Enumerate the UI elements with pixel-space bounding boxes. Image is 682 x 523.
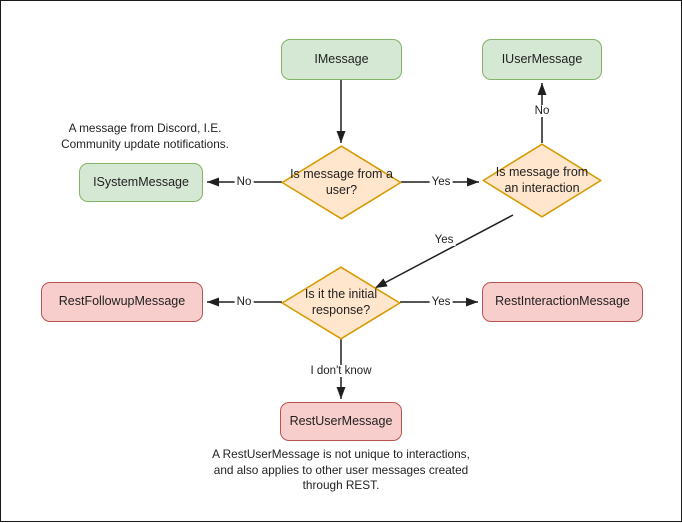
note-rest-user-message: A RestUserMessage is not unique to inter… — [212, 447, 470, 493]
node-imessage[interactable]: IMessage — [281, 39, 402, 80]
edge-label-interaction-no: No — [532, 105, 552, 117]
node-restinteractionmessage[interactable]: RestInteractionMessage — [482, 282, 643, 322]
note-system-message: A message from Discord, I.E. Community u… — [61, 121, 229, 151]
node-decision-is-message-from-an-interaction[interactable]: Is message from an interaction — [482, 143, 602, 218]
node-restusermessage-label: RestUserMessage — [289, 413, 393, 428]
node-restfollowupmessage-label: RestFollowupMessage — [58, 294, 186, 309]
node-isystemmessage[interactable]: ISystemMessage — [79, 163, 203, 202]
node-restinteractionmessage-label: RestInteractionMessage — [495, 294, 630, 309]
node-decision-is-it-the-initial-response-label: Is it the initial response? — [304, 287, 378, 317]
edge-label-initial-i-dont-know: I don't know — [308, 365, 374, 377]
edge-label-initial-no: No — [234, 296, 254, 308]
edge-decision-interaction-to-decision-initial — [374, 214, 514, 289]
node-restusermessage[interactable]: RestUserMessage — [280, 402, 402, 441]
edge-label-interaction-yes: Yes — [432, 234, 456, 246]
node-iusermessage-label: IUserMessage — [501, 51, 583, 66]
edge-label-user-no: No — [234, 176, 254, 188]
edge-label-user-yes: Yes — [429, 176, 453, 188]
diamond-shape — [482, 143, 602, 218]
edge-label-initial-yes: Yes — [429, 296, 453, 308]
node-restfollowupmessage[interactable]: RestFollowupMessage — [41, 282, 203, 322]
node-decision-is-message-from-a-user-label: Is message from a user? — [290, 166, 393, 197]
node-iusermessage[interactable]: IUserMessage — [482, 39, 602, 80]
diamond-shape — [281, 145, 402, 220]
node-decision-is-it-the-initial-response[interactable]: Is it the initial response? — [281, 266, 401, 340]
diamond-shape — [281, 266, 401, 340]
node-imessage-label: IMessage — [314, 51, 369, 66]
node-decision-is-message-from-a-user[interactable]: Is message from a user? — [281, 145, 402, 220]
node-decision-is-message-from-an-interaction-label: Is message from an interaction — [495, 164, 589, 195]
node-isystemmessage-label: ISystemMessage — [93, 174, 189, 189]
